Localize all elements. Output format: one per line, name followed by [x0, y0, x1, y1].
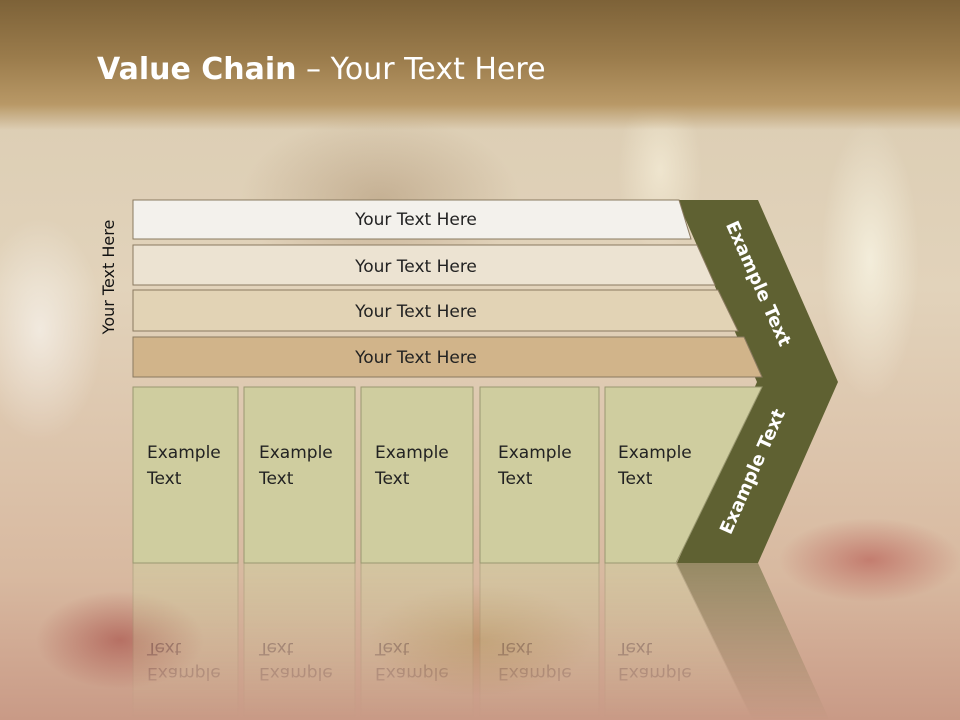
svg-text:Text: Text — [146, 638, 182, 658]
svg-text:Example: Example — [618, 663, 692, 683]
box-5-line2: Text — [617, 469, 653, 489]
bar-2-label: Your Text Here — [354, 257, 477, 277]
svg-text:Example: Example — [147, 663, 221, 683]
bar-1-label: Your Text Here — [354, 210, 477, 230]
box-3-line2: Text — [374, 469, 410, 489]
box-1: Example Text — [132, 386, 239, 564]
svg-text:Example: Example — [259, 663, 333, 683]
box-1-line1: Example — [147, 443, 221, 463]
box-2-line1: Example — [259, 443, 333, 463]
svg-text:Example: Example — [498, 663, 572, 683]
title-bold: Value Chain — [97, 52, 297, 87]
bar-4-label: Your Text Here — [354, 348, 477, 368]
box-4-line2: Text — [497, 469, 533, 489]
svg-text:Text: Text — [497, 638, 533, 658]
svg-text:Text: Text — [374, 638, 410, 658]
bar-3-label: Your Text Here — [354, 302, 477, 322]
box-2-line2: Text — [258, 469, 294, 489]
box-3: Example Text — [360, 386, 474, 564]
box-5-line1: Example — [618, 443, 692, 463]
box-2: Example Text — [243, 386, 356, 564]
box-4-line1: Example — [498, 443, 572, 463]
box-4: Example Text — [479, 386, 600, 564]
bar-2: Your Text Here — [132, 244, 716, 286]
box-5: Example Text — [604, 386, 763, 564]
box-1-line2: Text — [146, 469, 182, 489]
box-3-line1: Example — [375, 443, 449, 463]
bar-3: Your Text Here — [132, 289, 739, 332]
svg-text:Example: Example — [375, 663, 449, 683]
svg-text:Text: Text — [258, 638, 294, 658]
bar-1: Your Text Here — [132, 199, 692, 240]
title-rest: – Your Text Here — [296, 52, 546, 87]
reflection: Example Text Example Text Example Text E… — [132, 562, 830, 720]
header-band — [0, 0, 960, 130]
slide-title: Value Chain – Your Text Here — [97, 52, 546, 87]
svg-text:Text: Text — [617, 638, 653, 658]
bar-4: Your Text Here — [132, 336, 763, 378]
